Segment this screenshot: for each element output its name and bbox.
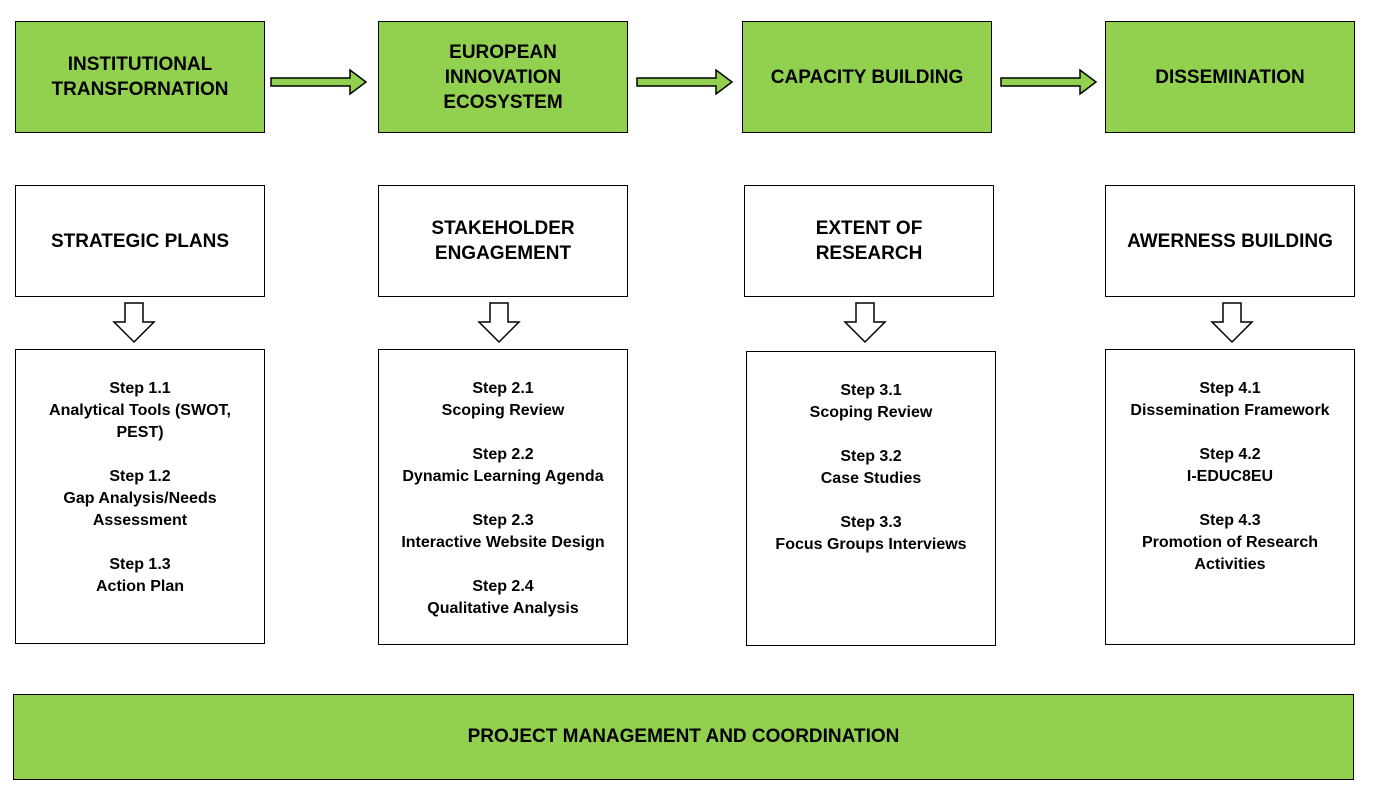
steps-box-1: Step 1.1 Analytical Tools (SWOT, PEST) S…	[15, 349, 265, 644]
step-list: Step 4.1 Dissemination Framework Step 4.…	[1106, 378, 1354, 598]
phase-title: INSTITUTIONAL TRANSFORNATION	[51, 54, 229, 100]
step-item: Step 4.3 Promotion of Research Activitie…	[1106, 510, 1354, 576]
phase-title: CAPACITY BUILDING	[770, 66, 964, 88]
step-description: Case Studies	[820, 470, 922, 487]
step-item: Step 3.2 Case Studies	[747, 446, 995, 490]
step-number: Step 4.2	[1199, 446, 1261, 463]
step-number: Step 2.3	[472, 512, 534, 529]
phase-box-institutional-transformation: INSTITUTIONAL TRANSFORNATION	[15, 21, 265, 133]
step-number: Step 3.1	[840, 382, 902, 399]
step-item: Step 2.4 Qualitative Analysis	[379, 576, 627, 620]
step-description: Action Plan	[95, 578, 184, 595]
step-description: Gap Analysis/Needs Assessment	[63, 490, 217, 529]
objective-title: EXTENT OF RESEARCH	[815, 218, 923, 264]
step-item: Step 1.2 Gap Analysis/Needs Assessment	[16, 466, 264, 532]
objective-box-stakeholder-engagement: STAKEHOLDER ENGAGEMENT	[378, 185, 628, 297]
step-item: Step 1.3 Action Plan	[16, 554, 264, 598]
step-description: Dissemination Framework	[1130, 402, 1330, 419]
step-number: Step 4.3	[1199, 512, 1261, 529]
flow-arrow-1	[270, 68, 368, 96]
step-item: Step 4.2 I-EDUC8EU	[1106, 444, 1354, 488]
phase-box-european-innovation-ecosystem: EUROPEAN INNOVATION ECOSYSTEM	[378, 21, 628, 133]
phase-title: EUROPEAN INNOVATION ECOSYSTEM	[443, 41, 563, 113]
step-description: Interactive Website Design	[401, 534, 605, 551]
phase-box-dissemination: DISSEMINATION	[1105, 21, 1355, 133]
steps-box-2: Step 2.1 Scoping Review Step 2.2 Dynamic…	[378, 349, 628, 645]
flow-arrow-2	[636, 68, 734, 96]
step-list: Step 2.1 Scoping Review Step 2.2 Dynamic…	[379, 378, 627, 642]
objective-title: AWERNESS BUILDING	[1127, 230, 1333, 252]
step-number: Step 3.2	[840, 448, 902, 465]
down-arrow-2	[477, 302, 521, 344]
objective-box-extent-of-research: EXTENT OF RESEARCH	[744, 185, 994, 297]
objective-title: STAKEHOLDER ENGAGEMENT	[431, 218, 575, 264]
objective-title: STRATEGIC PLANS	[50, 230, 230, 252]
step-item: Step 4.1 Dissemination Framework	[1106, 378, 1354, 422]
step-description: Analytical Tools (SWOT, PEST)	[49, 402, 231, 441]
steps-box-3: Step 3.1 Scoping Review Step 3.2 Case St…	[746, 351, 996, 646]
step-description: Focus Groups Interviews	[775, 536, 967, 553]
step-number: Step 4.1	[1199, 380, 1261, 397]
step-item: Step 3.1 Scoping Review	[747, 380, 995, 424]
step-number: Step 2.4	[472, 578, 534, 595]
flow-arrow-3	[1000, 68, 1098, 96]
footer-title: PROJECT MANAGEMENT AND COORDINATION	[467, 726, 900, 747]
step-description: Scoping Review	[809, 404, 933, 421]
step-item: Step 2.1 Scoping Review	[379, 378, 627, 422]
project-management-bar: PROJECT MANAGEMENT AND COORDINATION	[13, 694, 1354, 780]
step-description: Qualitative Analysis	[427, 600, 579, 617]
step-description: Dynamic Learning Agenda	[402, 468, 604, 485]
step-description: I-EDUC8EU	[1186, 468, 1274, 485]
step-item: Step 3.3 Focus Groups Interviews	[747, 512, 995, 556]
down-arrow-4	[1210, 302, 1254, 344]
step-list: Step 3.1 Scoping Review Step 3.2 Case St…	[747, 380, 995, 578]
down-arrow-1	[112, 302, 156, 344]
step-number: Step 1.3	[109, 556, 171, 573]
steps-box-4: Step 4.1 Dissemination Framework Step 4.…	[1105, 349, 1355, 645]
objective-box-awerness-building: AWERNESS BUILDING	[1105, 185, 1355, 297]
step-list: Step 1.1 Analytical Tools (SWOT, PEST) S…	[16, 378, 264, 620]
step-item: Step 2.3 Interactive Website Design	[379, 510, 627, 554]
objective-box-strategic-plans: STRATEGIC PLANS	[15, 185, 265, 297]
phase-box-capacity-building: CAPACITY BUILDING	[742, 21, 992, 133]
step-number: Step 1.1	[109, 380, 171, 397]
step-number: Step 1.2	[109, 468, 171, 485]
step-number: Step 3.3	[840, 514, 902, 531]
down-arrow-3	[843, 302, 887, 344]
step-item: Step 1.1 Analytical Tools (SWOT, PEST)	[16, 378, 264, 444]
step-item: Step 2.2 Dynamic Learning Agenda	[379, 444, 627, 488]
step-number: Step 2.2	[472, 446, 534, 463]
step-description: Scoping Review	[441, 402, 565, 419]
step-number: Step 2.1	[472, 380, 534, 397]
step-description: Promotion of Research Activities	[1141, 534, 1319, 573]
phase-title: DISSEMINATION	[1155, 66, 1305, 88]
